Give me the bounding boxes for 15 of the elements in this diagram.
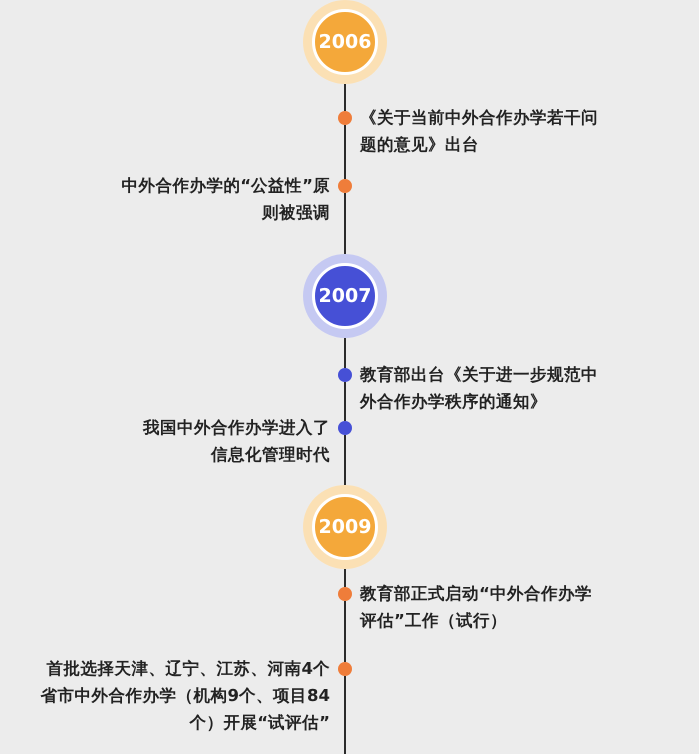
event-text: 教育部出台《关于进一步规范中外合作办学秩序的通知》 (360, 364, 599, 413)
timeline-line (344, 338, 346, 368)
timeline-line (344, 435, 346, 485)
event-text: 首批选择天津、辽宁、江苏、河南4个省市中外合作办学（机构9个、项目84个）开展“试评估” (40, 658, 330, 734)
timeline-line (344, 125, 346, 179)
timeline-line (344, 382, 346, 421)
event-text: 中外合作办学的“公益性”原则被强调 (120, 175, 330, 224)
event-text: 《关于当前中外合作办学若干问题的意见》出台 (360, 107, 599, 156)
event-text: 我国中外合作办学进入了信息化管理时代 (142, 417, 330, 466)
timeline-line (344, 569, 346, 587)
timeline-line (344, 601, 346, 662)
event-text: 教育部正式启动“中外合作办学评估”工作（试行） (360, 583, 593, 632)
timeline-line (344, 84, 346, 111)
timeline-line (344, 676, 346, 754)
timeline-line (344, 193, 346, 254)
